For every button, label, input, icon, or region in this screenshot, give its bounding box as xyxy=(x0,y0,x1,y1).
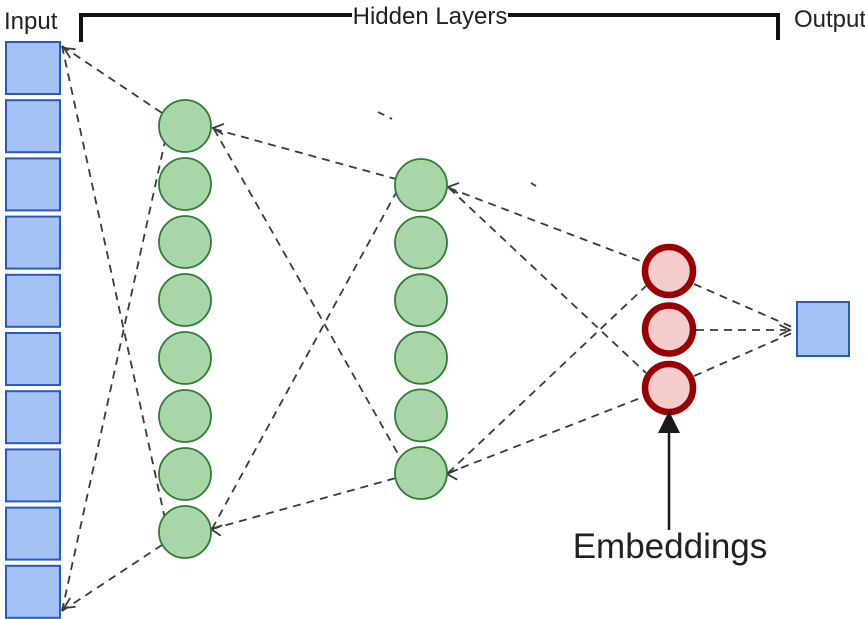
arrowhead-icon xyxy=(779,324,793,336)
hidden1-node xyxy=(158,215,212,269)
input-node xyxy=(5,506,61,561)
embeddings-label: Embeddings xyxy=(573,527,768,566)
hidden1-node xyxy=(158,505,212,559)
embedding-node xyxy=(641,243,697,299)
input-node xyxy=(5,215,61,270)
stray-mark xyxy=(377,111,393,120)
hidden-layers-label: Hidden Layers xyxy=(353,3,508,30)
connection-line xyxy=(693,283,793,328)
connection-line xyxy=(448,187,647,374)
network-nodes xyxy=(5,41,850,619)
input-node xyxy=(5,157,61,212)
stray-mark xyxy=(530,182,537,187)
input-node xyxy=(5,41,61,95)
arrowhead-icon xyxy=(444,468,458,481)
arrowhead-icon xyxy=(210,123,225,135)
hidden1-node xyxy=(158,99,212,153)
arrowhead-icon xyxy=(445,182,460,194)
connection-line xyxy=(61,45,166,520)
embedding-node xyxy=(641,360,697,416)
output-label: Output xyxy=(794,6,865,33)
arrowhead-icon xyxy=(658,411,680,433)
input-node xyxy=(5,390,61,445)
input-node xyxy=(5,273,61,328)
hidden1-node xyxy=(158,273,212,327)
connection-line xyxy=(448,187,644,263)
connection-line xyxy=(61,140,166,612)
connection-lines xyxy=(61,45,793,612)
arrowhead-icon xyxy=(62,46,76,59)
connection-line xyxy=(447,285,647,474)
hidden2-node xyxy=(394,273,448,328)
hidden2-node xyxy=(394,330,448,385)
hidden1-node xyxy=(158,389,212,443)
hidden1-node xyxy=(158,447,212,501)
hidden1-node xyxy=(158,157,212,211)
embedding-node xyxy=(641,302,697,357)
input-node xyxy=(5,332,61,386)
hidden-layers-bracket xyxy=(79,13,780,42)
connection-line xyxy=(61,544,163,612)
connection-line xyxy=(213,128,403,462)
connection-line xyxy=(213,128,397,180)
output-node xyxy=(796,301,850,357)
stray-marks xyxy=(377,111,537,187)
input-node xyxy=(5,448,61,503)
connection-line xyxy=(211,477,397,530)
hidden1-node xyxy=(158,331,212,385)
input-node xyxy=(5,564,61,619)
connection-line xyxy=(693,332,793,377)
hidden2-node xyxy=(394,446,448,500)
embeddings-pointer-arrow xyxy=(658,411,680,530)
input-label: Input xyxy=(4,8,58,35)
connection-line xyxy=(447,396,644,474)
connection-line xyxy=(61,45,163,114)
hidden2-node xyxy=(394,158,448,212)
connection-line xyxy=(211,190,398,530)
input-node xyxy=(5,99,61,154)
hidden2-node xyxy=(394,388,448,443)
hidden2-node xyxy=(394,215,448,270)
arrowhead-icon xyxy=(62,597,76,610)
